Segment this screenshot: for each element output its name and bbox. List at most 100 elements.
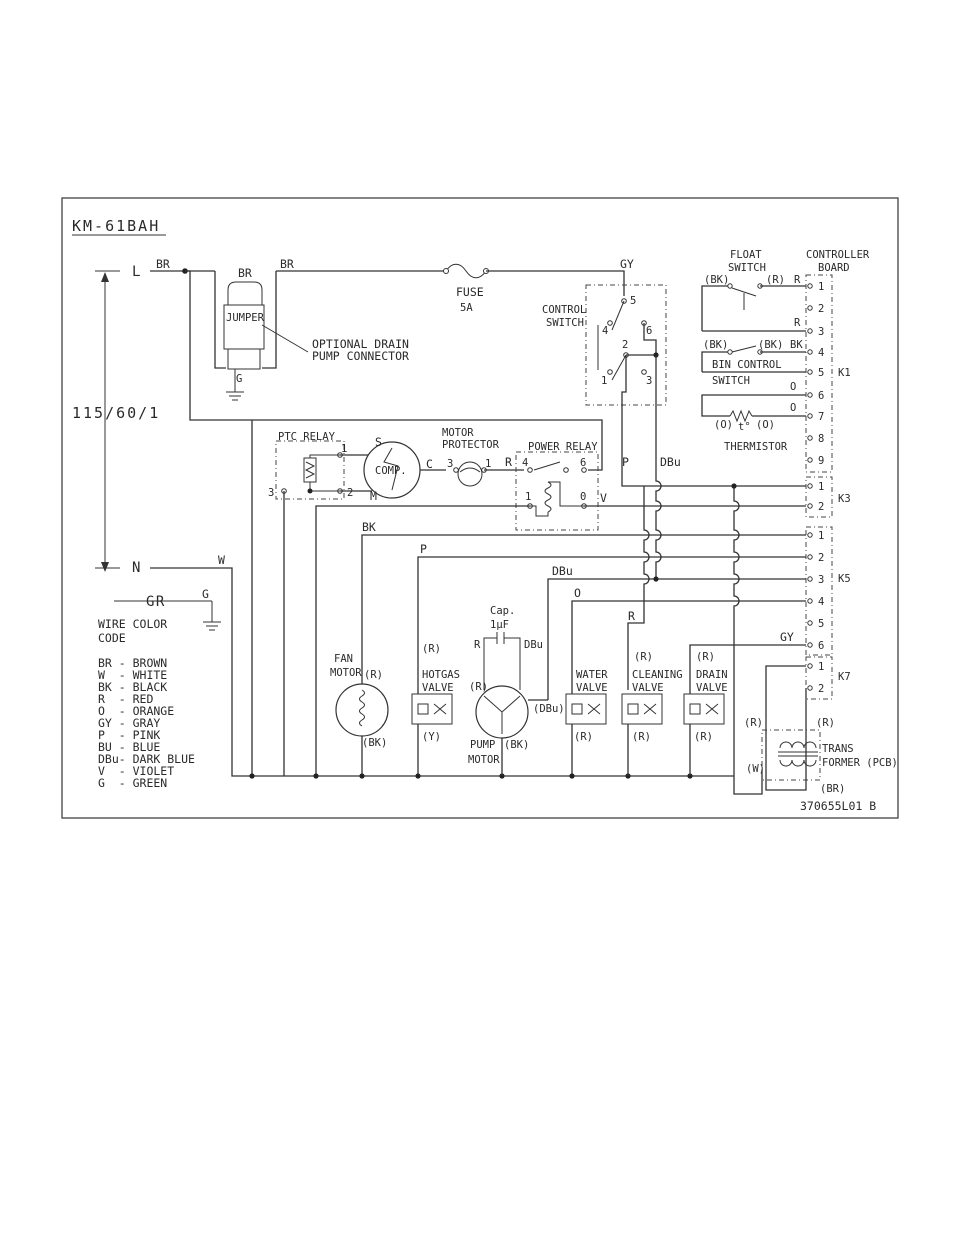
wire-label-o: O: [574, 586, 581, 600]
wire-label-r-k1-1: R: [794, 274, 801, 286]
document-number: 370655L01 B: [800, 799, 876, 813]
pump-motor-right: (DBu): [533, 703, 565, 715]
bin-control-label-1: BIN CONTROL: [712, 359, 782, 371]
drain-valve-lead-top: [689, 644, 734, 694]
drain-valve-bottom: (R): [694, 731, 713, 743]
ptc-pin-1-label: 1: [341, 443, 347, 455]
wire-label-p-cs: P: [622, 455, 629, 469]
pump-motor-label-2: MOTOR: [468, 754, 500, 766]
pr-terminal-6b: [563, 467, 569, 473]
k7-pin-1: [807, 663, 813, 669]
pump-motor-winding: [483, 695, 521, 734]
control-switch-label-2: SWITCH: [546, 317, 584, 329]
jumper-label: JUMPER: [226, 312, 265, 324]
power-relay-pin-4: 4: [522, 457, 528, 469]
hotgas-valve: [411, 693, 453, 725]
rating-arrow-down: [101, 562, 109, 572]
transformer-label-2: FORMER (PCB): [822, 757, 898, 769]
wire-label-v: V: [600, 491, 607, 505]
fan-motor-top: (R): [364, 669, 383, 681]
ptc-pin-2-label: 2: [347, 487, 353, 499]
fan-motor-label-2: MOTOR: [330, 667, 362, 679]
wire-label-gy: GY: [620, 257, 634, 271]
water-valve-bottom: (R): [574, 731, 593, 743]
transformer-top-right: (R): [816, 717, 835, 729]
wire-label-gy-k5: GY: [780, 630, 794, 644]
legend-entry-w: W - WHITE: [98, 668, 167, 682]
drain-valve-label-2: VALVE: [696, 682, 728, 694]
fan-motor-winding: [359, 689, 365, 727]
float-switch-right: (R): [766, 274, 785, 286]
jumper-note-1: OPTIONAL DRAIN: [312, 337, 409, 351]
power-relay-pin-6: 6: [580, 457, 586, 469]
svg-text:1: 1: [818, 530, 824, 542]
legend-title-1: WIRE COLOR: [98, 617, 167, 631]
legend-entry-p: P - PINK: [98, 728, 160, 742]
n-junction-6: [569, 773, 575, 779]
connector-k1: K1 1 2 3 4 5 6 7 8 9: [805, 274, 851, 473]
transformer-bottom-left: (W): [746, 763, 765, 775]
controller-board-label-1: CONTROLLER: [806, 249, 870, 261]
wire-w-neutral: [150, 567, 734, 777]
cleaning-valve-top: (R): [634, 651, 653, 663]
wire-label-o-k1-7: O: [790, 402, 796, 414]
svg-text:8: 8: [818, 433, 824, 445]
pump-motor-bottom: (BK): [504, 739, 529, 751]
float-contact-left: [727, 283, 733, 289]
svg-text:1: 1: [818, 481, 824, 493]
thermistor-tsym: t°: [738, 421, 751, 433]
water-valve-label-1: WATER: [576, 669, 608, 681]
fan-motor-bottom: (BK): [362, 737, 387, 749]
junction-dbu: [653, 576, 659, 582]
float-switch-left: (BK): [704, 274, 729, 286]
drain-valve-label-1: DRAIN: [696, 669, 728, 681]
cs-pin-3: [641, 369, 647, 375]
motor-protector-label-1: MOTOR: [442, 427, 474, 439]
fuse-rating: 5A: [460, 302, 473, 314]
compressor-winding: [383, 447, 399, 491]
power-relay-pin-1: 1: [525, 491, 531, 503]
water-valve-label-2: VALVE: [576, 682, 608, 694]
svg-text:5: 5: [818, 367, 824, 379]
svg-text:2: 2: [818, 552, 824, 564]
junction-gy: [731, 483, 737, 489]
capacitor-label-2: 1μF: [490, 619, 509, 631]
power-rating: 115/60/1: [72, 404, 160, 422]
cs-lever-top: [611, 300, 625, 331]
jumper-note-2: PUMP CONNECTOR: [312, 349, 409, 363]
float-blade: [731, 287, 757, 297]
float-switch-label-1: FLOAT: [730, 249, 762, 261]
svg-text:4: 4: [818, 347, 824, 359]
k1-pin-5: [807, 369, 813, 375]
power-relay-label: POWER RELAY: [528, 441, 598, 453]
jumper-base: [227, 348, 261, 370]
wire-label-br-main: BR: [280, 257, 294, 271]
controller-board-label-2: BOARD: [818, 262, 850, 274]
bin-wire-left: [701, 351, 730, 372]
cs-pin-4-label: 4: [602, 325, 608, 337]
svg-text:7: 7: [818, 411, 824, 423]
model-title: KM-61BAH: [72, 217, 160, 235]
cs-pin-6-label: 6: [646, 325, 652, 337]
float-wire-left: [701, 285, 730, 331]
legend-entry-v: V - VIOLET: [98, 764, 174, 778]
transformer-k7-lead: [765, 665, 807, 791]
svg-text:1: 1: [818, 281, 824, 293]
bundle-p-vertical: [643, 486, 650, 601]
bin-control-label-2: SWITCH: [712, 375, 750, 387]
k1-pin-1: [807, 283, 813, 289]
thermistor-symbol: [729, 409, 753, 423]
legend-entry-o: O - ORANGE: [98, 704, 174, 718]
connector-k3: K3 1 2: [805, 476, 851, 518]
transformer-secondary: [779, 759, 817, 767]
cleaning-valve-label-2: VALVE: [632, 682, 664, 694]
cs-pin-5-label: 5: [630, 295, 636, 307]
thermistor-left: (O): [714, 419, 733, 431]
pr-coil-leads: [530, 505, 549, 517]
n-junction-2: [313, 773, 319, 779]
hotgas-valve-bottom: (Y): [422, 731, 441, 743]
cs-pin-4: [607, 320, 613, 326]
hotgas-valve-coil: [417, 703, 429, 715]
cs-out-p: [621, 355, 806, 487]
ground-label: GR: [146, 594, 166, 610]
